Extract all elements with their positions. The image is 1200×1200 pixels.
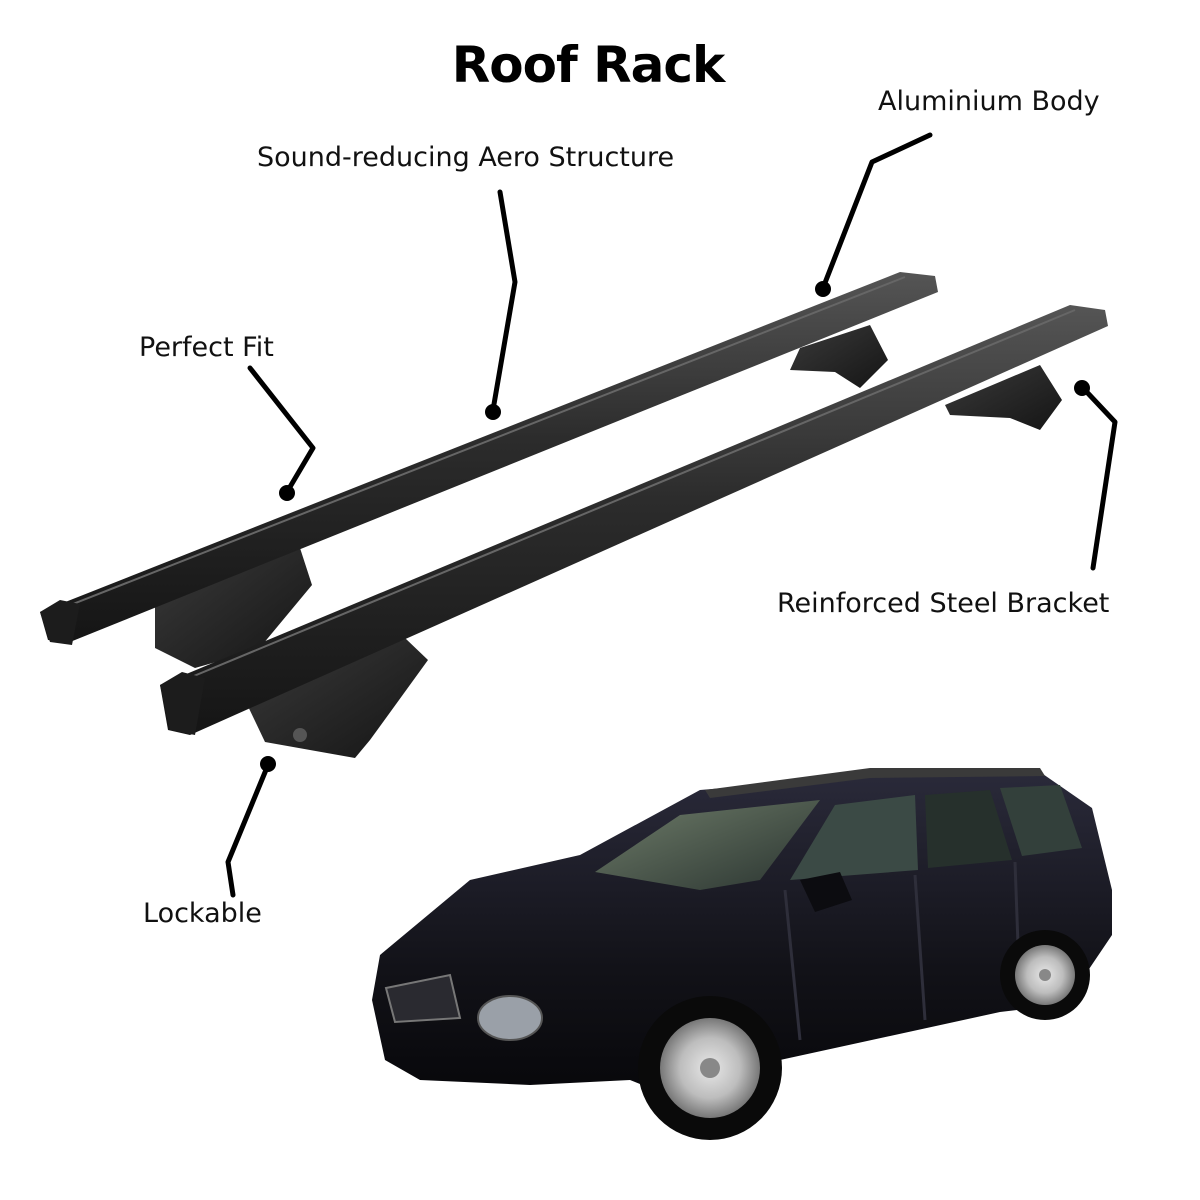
aluminium-body-leader-line [820,132,933,291]
diagram-title: Roof Rack [451,36,726,94]
station-wagon-car-illustration [372,768,1112,1140]
back-crossbar [40,272,938,642]
car-windshield [595,800,820,890]
car-roof-rail [705,768,1045,798]
aero-structure-dot [485,404,501,420]
perfect-fit-label: Perfect Fit [139,332,274,363]
car-body [372,772,1112,1100]
perfect-fit-dot [279,485,295,501]
lockable-label: Lockable [143,898,262,929]
aero-structure-leader-line [490,189,518,413]
car-side-mirror [800,872,852,912]
steel-bracket-leader-line [1080,385,1118,571]
back-bar-end-cap-left [40,600,80,645]
car-rear-window [1000,785,1082,856]
steel-bracket-label: Reinforced Steel Bracket [777,588,1110,619]
car-rear-door-window [925,790,1012,868]
perfect-fit-leader-line [247,365,316,495]
car-front-window [790,795,918,880]
car-headlight [477,995,543,1041]
front-bar-right-foot [945,365,1062,430]
lockable-leader-line [225,762,271,898]
aluminium-body-label: Aluminium Body [878,86,1100,117]
front-bar-left-foot [245,638,428,758]
lock-cylinder [293,728,307,742]
front-crossbar [160,305,1108,735]
back-bar-left-foot [155,548,312,668]
car-grille [384,973,462,1024]
back-bar-right-foot [790,325,888,388]
front-bar-end-cap-left [160,672,205,735]
steel-bracket-dot [1074,380,1090,396]
roof-rack-illustration [40,272,1108,758]
lockable-dot [260,756,276,772]
aero-structure-label: Sound-reducing Aero Structure [257,142,675,173]
aluminium-body-dot [815,281,831,297]
